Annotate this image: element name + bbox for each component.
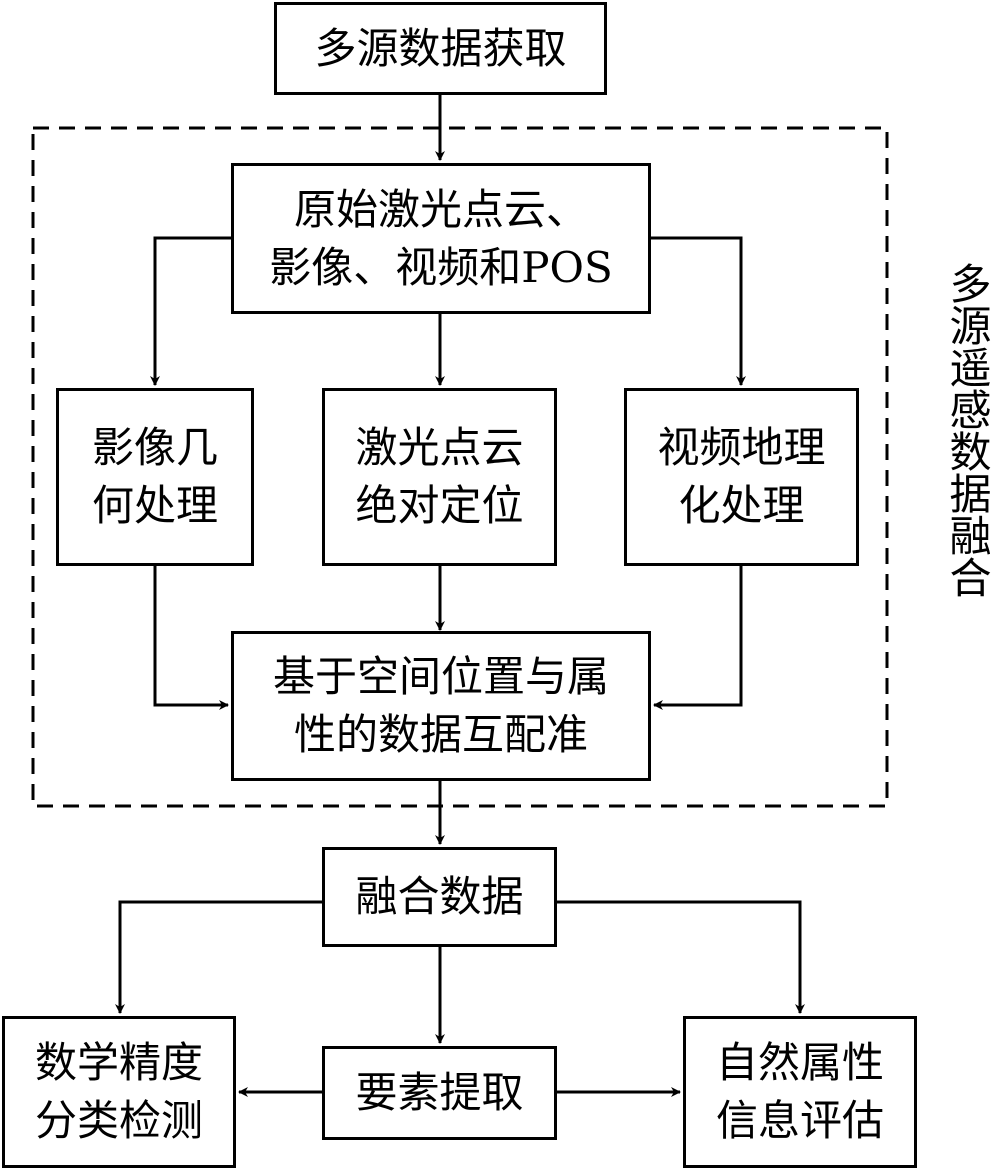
- node-acquire-line-1: 多源数据获取: [314, 23, 567, 73]
- arrows: [115, 95, 805, 1097]
- node-acquire: 多源数据获取: [274, 2, 607, 95]
- node-image-geo-line-1: 影像几: [91, 423, 218, 472]
- node-attr-line-1: 自然属性: [715, 1038, 884, 1087]
- node-accuracy-check: 数学精度 分类检测: [2, 1016, 236, 1168]
- node-fused-data: 融合数据: [322, 847, 557, 947]
- node-attribute-evaluation: 自然属性 信息评估: [683, 1016, 917, 1168]
- node-raw-data: 原始激光点云、 影像、视频和POS: [231, 163, 651, 314]
- node-image-geo-line-2: 何处理: [91, 481, 218, 530]
- arrow-raw-video: [649, 236, 746, 386]
- arrow-video-register: [653, 566, 743, 710]
- node-accuracy-line-1: 数学精度: [34, 1038, 203, 1087]
- node-co-registration: 基于空间位置与属 性的数据互配准: [231, 631, 651, 781]
- node-video-geo: 视频地理 化处理: [624, 388, 859, 566]
- node-laser-line-2: 绝对定位: [355, 481, 524, 530]
- node-fused-line-1: 融合数据: [355, 872, 524, 921]
- arrow-raw-image-geo: [150, 236, 233, 386]
- arrow-image-geo-register: [153, 566, 229, 710]
- node-video-line-1: 视频地理: [657, 423, 826, 472]
- node-accuracy-line-2: 分类检测: [34, 1096, 203, 1145]
- fusion-group-frame: [31, 126, 889, 808]
- arrow-fused-attr: [557, 900, 805, 1014]
- node-video-line-2: 化处理: [678, 481, 805, 530]
- arrow-fused-accuracy: [115, 900, 322, 1014]
- node-feature-extraction: 要素提取: [322, 1046, 557, 1140]
- node-register-line-1: 基于空间位置与属: [272, 652, 609, 701]
- node-extract-line-1: 要素提取: [355, 1068, 524, 1117]
- node-raw-line-1: 原始激光点云、: [293, 184, 588, 234]
- node-attr-line-2: 信息评估: [715, 1096, 884, 1145]
- node-image-geo: 影像几 何处理: [56, 388, 254, 566]
- node-laser-positioning: 激光点云 绝对定位: [322, 388, 557, 566]
- node-laser-line-1: 激光点云: [355, 423, 524, 472]
- node-raw-line-2: 影像、视频和POS: [269, 242, 613, 292]
- node-register-line-2: 性的数据互配准: [293, 710, 588, 759]
- fusion-group-label: 多源遥感数据融合: [943, 262, 992, 598]
